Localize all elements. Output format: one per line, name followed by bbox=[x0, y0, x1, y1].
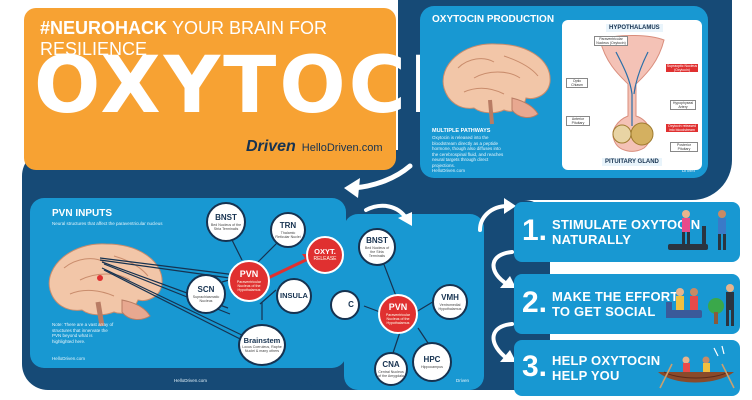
step-1-number: 1. bbox=[522, 214, 548, 247]
node-cna-name: CNA bbox=[382, 359, 400, 369]
pathways-text: Oxytocin is released into the bloodstrea… bbox=[432, 135, 504, 168]
pvn-outputs-panel: BNST Bed Nucleus of the Stria Terminalis… bbox=[330, 214, 484, 390]
step-3-line2: HELP YOU bbox=[552, 368, 620, 383]
node-trn[interactable]: TRN Thalamic Reticular Nuclei bbox=[270, 212, 306, 248]
node-hpc[interactable]: HPC Hippocampus bbox=[412, 342, 452, 382]
node-vmh-desc: Ventromedial Hypothalamus bbox=[438, 302, 462, 311]
node-vmh-name: VMH bbox=[441, 292, 459, 302]
step-2-line2: TO GET SOCIAL bbox=[552, 304, 656, 319]
pvn-note: Note: There are a vast array of structur… bbox=[52, 322, 114, 344]
pvn-outputs-footer-left: HelloDriven.com bbox=[174, 378, 208, 383]
pvn-inputs-subtitle: Neural structures that affect the parave… bbox=[52, 221, 163, 226]
node-brainstem[interactable]: Brainstem Locus Coeruleus, Raphe Nuclei … bbox=[238, 324, 286, 366]
hashtag: #NEUROHACK bbox=[40, 18, 168, 38]
node-scn[interactable]: SCN Suprachiasmatic Nucleus bbox=[186, 274, 226, 314]
production-title: OXYTOCIN PRODUCTION bbox=[432, 14, 555, 25]
header-card: #NEUROHACK YOUR BRAIN FOR RESILIENCE OXY… bbox=[24, 8, 506, 170]
node-cna[interactable]: CNA Central Nucleus of the Amygdala bbox=[374, 352, 408, 386]
node-trn-desc: Thalamic Reticular Nuclei bbox=[275, 230, 301, 239]
pvn-inputs-panel: PVN INPUTS Neural structures that affect… bbox=[30, 198, 346, 368]
node-pvn-output-name: PVN bbox=[388, 302, 408, 312]
label-supraoptic: Supraoptic Nucleus (Oxytocin) bbox=[666, 64, 698, 72]
pituitary-drawing bbox=[599, 35, 665, 152]
step-3-number: 3. bbox=[522, 350, 548, 383]
step-2-line1: MAKE THE EFFORT bbox=[552, 289, 679, 304]
rowing-boat-illustration bbox=[658, 345, 735, 389]
node-bnst-output[interactable]: BNST Bed Nucleus of the Stria Terminalis bbox=[358, 228, 396, 266]
hypothalamus-label: HYPOTHALAMUS bbox=[606, 24, 663, 32]
header-subtitle: YOUR BRAIN FOR RESILIENCE bbox=[40, 18, 328, 59]
label-optic-chiasm: Optic Chiasm bbox=[566, 78, 588, 88]
social-people-illustration bbox=[666, 284, 734, 326]
node-bnst-input[interactable]: BNST Bed Nucleus of the Stria Terminalis bbox=[206, 202, 246, 242]
node-bnst-output-name: BNST bbox=[366, 235, 388, 245]
node-pvn-input-name: PVN bbox=[239, 269, 259, 279]
label-paraventricular: Paraventricular Nucleus (Oxytocin) bbox=[594, 36, 628, 46]
node-scn-name: SCN bbox=[197, 284, 215, 294]
node-brainstem-name: Brainstem bbox=[243, 335, 281, 345]
node-vmh[interactable]: VMH Ventromedial Hypothalamus bbox=[432, 284, 468, 320]
treadmill-people-illustration bbox=[668, 210, 726, 250]
step-card-1[interactable]: 1. STIMULATE OXYTOCIN NATURALLY bbox=[514, 202, 740, 262]
brain-illustration bbox=[442, 43, 551, 125]
step-card-3[interactable]: 3. HELP OXYTOCIN HELP YOU bbox=[514, 340, 740, 396]
node-bnst-input-desc: Bed Nucleus of the Stria Terminalis bbox=[210, 222, 242, 231]
label-posterior-pituitary: Posterior Pituitary bbox=[670, 142, 698, 152]
pvn-inputs-title: PVN INPUTS bbox=[52, 208, 113, 219]
label-hypophyseal-artery: Hypophyseal Artery bbox=[670, 100, 696, 110]
pathways-title: MULTIPLE PATHWAYS bbox=[432, 128, 491, 134]
node-pvn-input-desc: Paraventricular Nucleus of the Hypothala… bbox=[236, 280, 262, 292]
production-footer-right: Driven bbox=[682, 168, 696, 173]
step-1-line2: NATURALLY bbox=[552, 232, 632, 247]
pvn-outputs-footer: Driven bbox=[456, 378, 470, 383]
node-oxyt-release[interactable]: OXYT. RELEASE bbox=[306, 236, 344, 274]
label-anterior-pituitary: Anterior Pituitary bbox=[566, 116, 590, 126]
node-hpc-desc: Hippocampus bbox=[421, 364, 443, 369]
node-hpc-name: HPC bbox=[423, 354, 441, 364]
node-partial-name: C bbox=[348, 300, 354, 309]
node-pvn-output-desc: Paraventricular Nucleus of the Hypothala… bbox=[385, 313, 411, 325]
node-pvn-input[interactable]: PVN Paraventricular Nucleus of the Hypot… bbox=[228, 260, 270, 302]
node-brainstem-desc: Locus Coeruleus, Raphe Nuclei & many oth… bbox=[242, 345, 282, 354]
step-3-line1: HELP OXYTOCIN bbox=[552, 353, 661, 368]
node-oxyt-name: OXYT. bbox=[314, 246, 336, 256]
node-bnst-output-desc: Bed Nucleus of the Stria Terminalis bbox=[364, 245, 390, 258]
node-pvn-output[interactable]: PVN Paraventricular Nucleus of the Hypot… bbox=[378, 294, 418, 334]
driven-logo: Driven bbox=[246, 138, 296, 155]
node-partial-c[interactable]: C bbox=[330, 290, 360, 320]
production-panel: OXYTOCIN PRODUCTION MULTIPLE PATHWAYS Ox… bbox=[420, 6, 708, 178]
production-footer-left: HelloDriven.com bbox=[432, 168, 466, 173]
step-card-2[interactable]: 2. MAKE THE EFFORT TO GET SOCIAL bbox=[514, 274, 740, 334]
curved-arrows-steps bbox=[364, 198, 516, 362]
hypothalamus-diagram: HYPOTHALAMUS Paraventricular Nucleus (Ox… bbox=[562, 20, 702, 170]
node-scn-desc: Suprachiasmatic Nucleus bbox=[192, 294, 220, 303]
step-2-number: 2. bbox=[522, 286, 548, 319]
node-bnst-input-name: BNST bbox=[215, 212, 237, 222]
pvn-inputs-footer: HelloDriven.com bbox=[52, 356, 86, 361]
label-oxytocin-released: Oxytocin released into bloodstream bbox=[666, 124, 698, 132]
website-link[interactable]: HelloDriven.com bbox=[301, 142, 383, 154]
curved-arrow-1 bbox=[344, 163, 413, 198]
node-insula-name: INSULA bbox=[280, 291, 308, 301]
node-trn-name: TRN bbox=[279, 220, 297, 230]
node-insula[interactable]: INSULA bbox=[276, 278, 312, 314]
node-oxyt-desc: RELEASE bbox=[313, 256, 337, 263]
step-1-line1: STIMULATE OXYTOCIN bbox=[552, 217, 701, 232]
pituitary-label: PITUITARY GLAND bbox=[602, 158, 662, 166]
node-cna-desc: Central Nucleus of the Amygdala bbox=[378, 369, 404, 378]
